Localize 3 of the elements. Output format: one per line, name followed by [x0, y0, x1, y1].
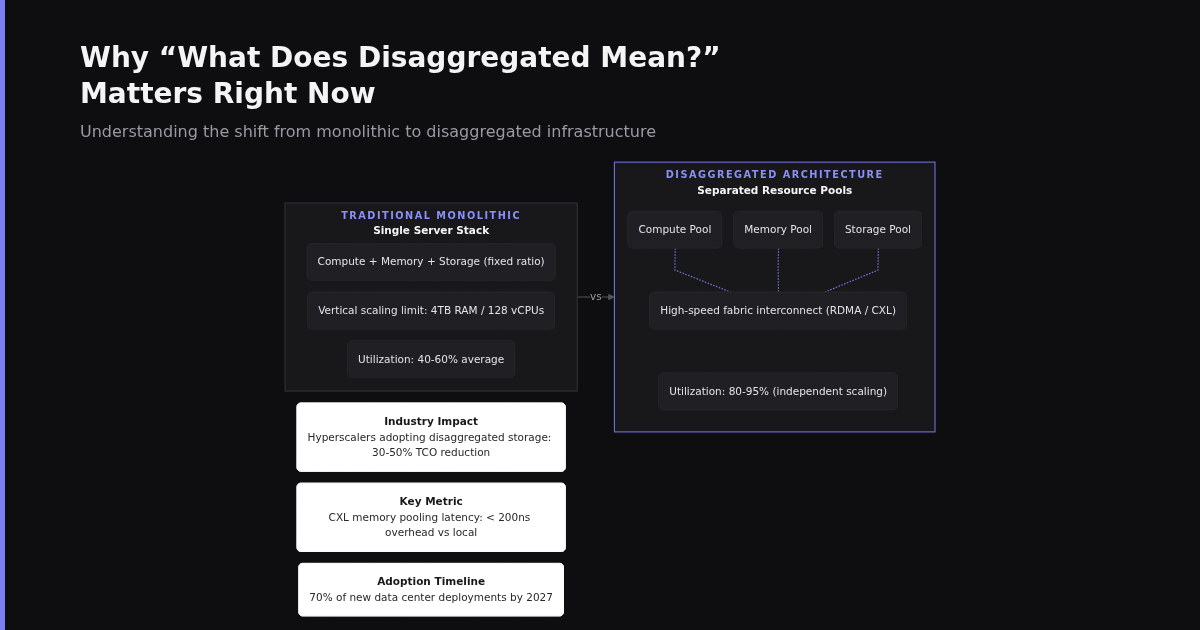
edge-label: vs	[590, 290, 602, 303]
title: Why “What Does Disaggregated Mean?” Matters Right Now	[80, 40, 722, 112]
subtitle: Understanding the shift from monolithic to disaggregated infrastructure	[80, 122, 656, 142]
